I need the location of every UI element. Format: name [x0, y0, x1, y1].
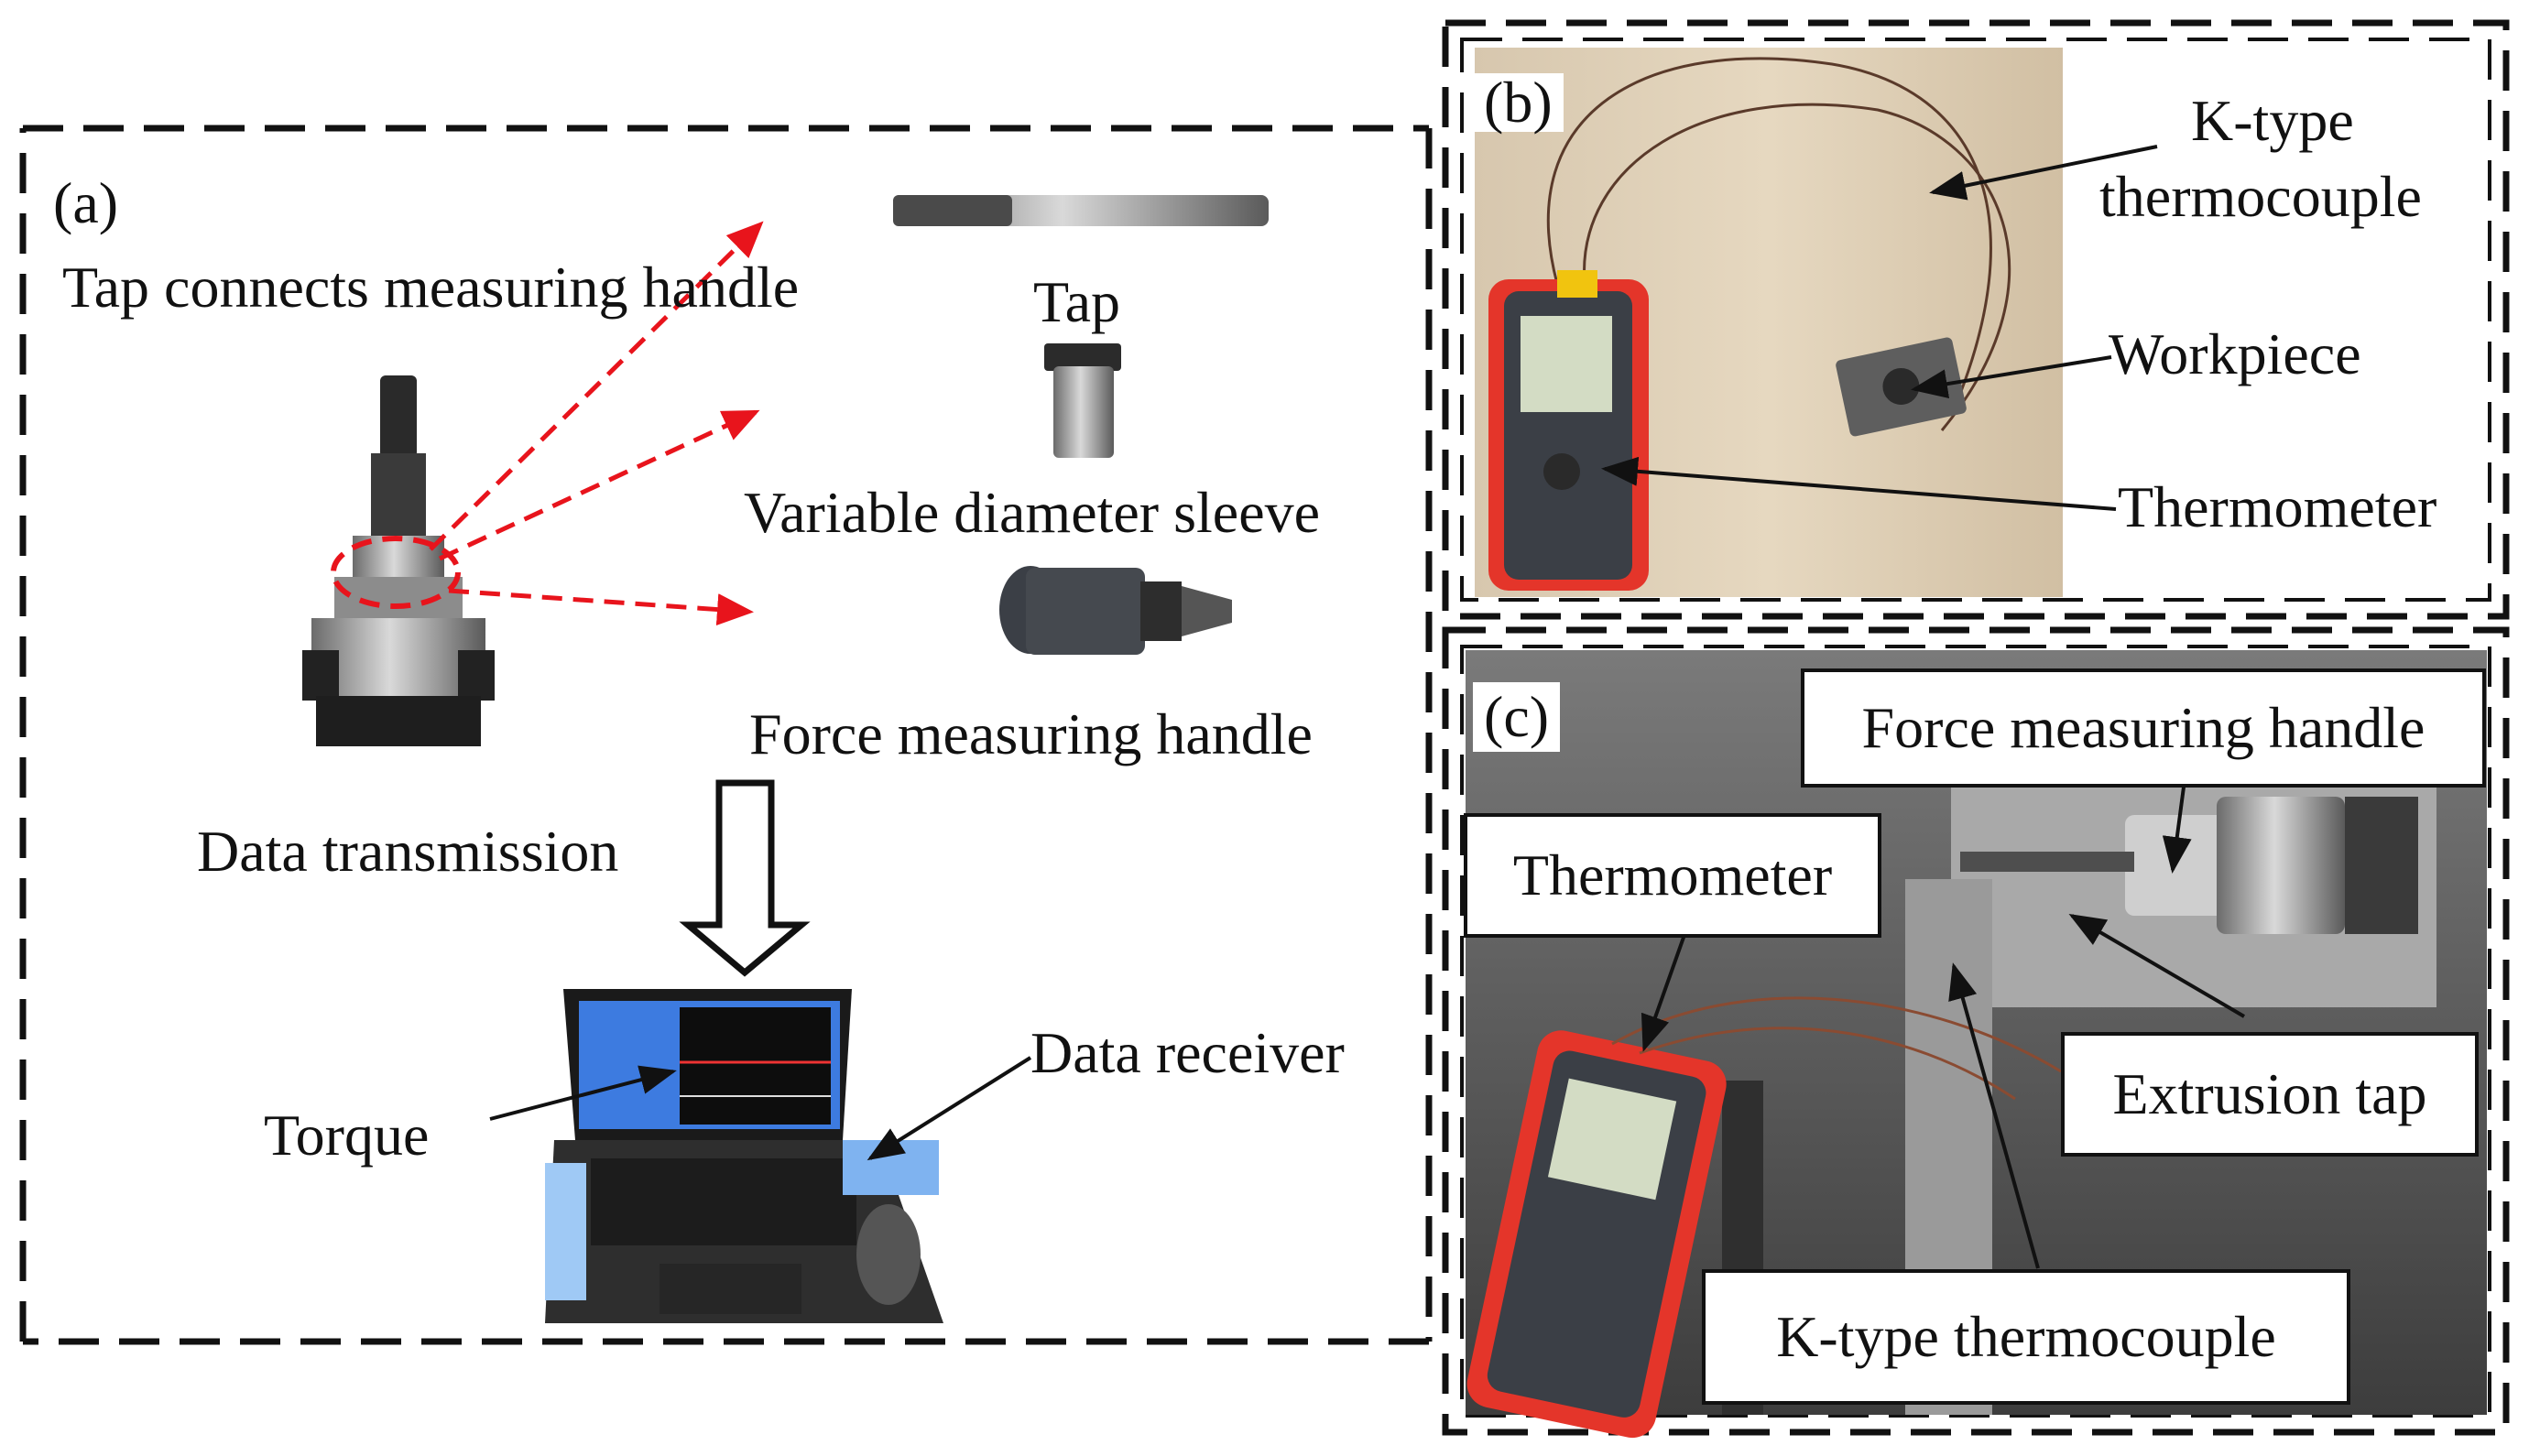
laptop-image — [545, 989, 943, 1323]
panel-b-photo — [1475, 48, 2063, 597]
extrusion-tap-box: Extrusion tap — [2061, 1032, 2479, 1157]
torque-label: Torque — [264, 1103, 430, 1168]
thermometer-box-c: Thermometer — [1464, 813, 1881, 938]
red-dashed-arrows — [429, 221, 764, 626]
handle-label: Force measuring handle — [749, 701, 1313, 766]
receiver-label: Data receiver — [1030, 1020, 1345, 1085]
thermocouple-box-c: K-type thermocouple — [1702, 1269, 2350, 1405]
panel-b-frame — [1442, 19, 2510, 620]
panel-a-tag: (a) — [53, 170, 119, 235]
force-handle-image — [999, 566, 1232, 655]
panel-a-pointers — [489, 1056, 1032, 1161]
sleeve-label: Variable diameter sleeve — [744, 480, 1320, 545]
panel-c-pointers — [1641, 779, 2246, 1269]
handle-box-c: Force measuring handle — [1801, 668, 2486, 788]
panel-b-pointers — [1601, 145, 2158, 511]
title-label: Tap connects measuring handle — [62, 255, 800, 320]
sleeve-image — [1044, 343, 1121, 458]
tap-image — [893, 195, 1269, 226]
workpiece-label: Workpiece — [2109, 321, 2361, 386]
transmission-arrow — [679, 779, 811, 977]
panel-c-frame — [1442, 626, 2510, 1436]
panel-b-tag: (b) — [1473, 73, 1564, 132]
panel-a-frame — [19, 125, 1433, 1345]
thermocouple-label-line1: K-type — [2191, 88, 2354, 153]
transmission-label: Data transmission — [197, 819, 619, 884]
tap-label: Tap — [1033, 269, 1121, 334]
assembled-tool-image — [302, 375, 495, 746]
thermometer-label-b: Thermometer — [2118, 474, 2437, 539]
panel-c-tag: (c) — [1473, 682, 1561, 752]
thermocouple-label-line2: thermocouple — [2099, 164, 2422, 229]
